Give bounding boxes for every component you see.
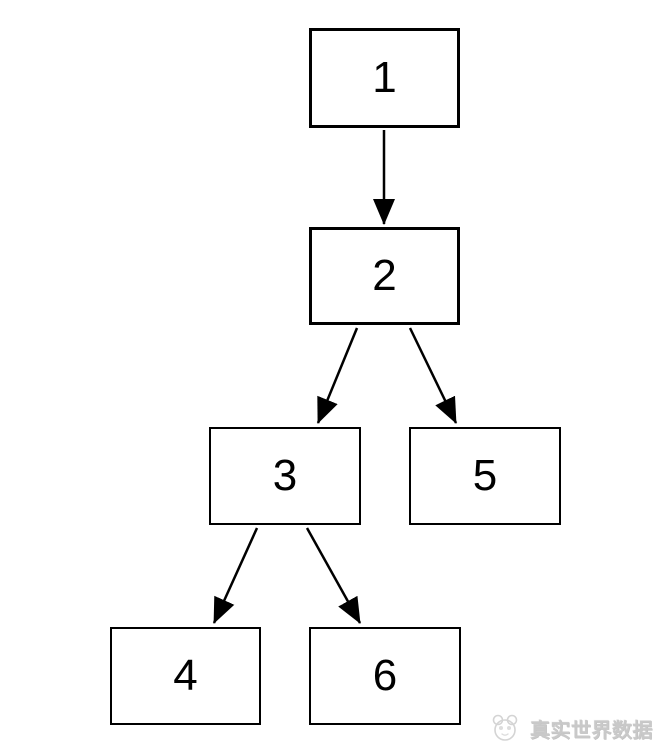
node-6: 6 (309, 627, 461, 725)
edge-3-4 (212, 527, 259, 624)
node-2-label: 2 (372, 251, 397, 300)
node-2: 2 (309, 227, 460, 325)
node-5-label: 5 (472, 451, 498, 500)
node-3: 3 (209, 427, 361, 525)
node-6-label: 6 (372, 651, 398, 700)
watermark: 真实世界数据 (489, 712, 653, 744)
watermark-text: 真实世界数据 (530, 719, 653, 742)
node-4-label: 4 (173, 651, 198, 700)
node-5: 5 (409, 427, 561, 525)
edge-3-6 (305, 527, 362, 624)
panda-logo-icon (492, 714, 518, 741)
edge-2-3 (316, 327, 359, 424)
edge-2-5 (408, 327, 458, 424)
node-3-label: 3 (272, 451, 298, 500)
node-1-label: 1 (372, 53, 397, 102)
node-4: 4 (110, 627, 261, 725)
node-1: 1 (309, 28, 460, 128)
